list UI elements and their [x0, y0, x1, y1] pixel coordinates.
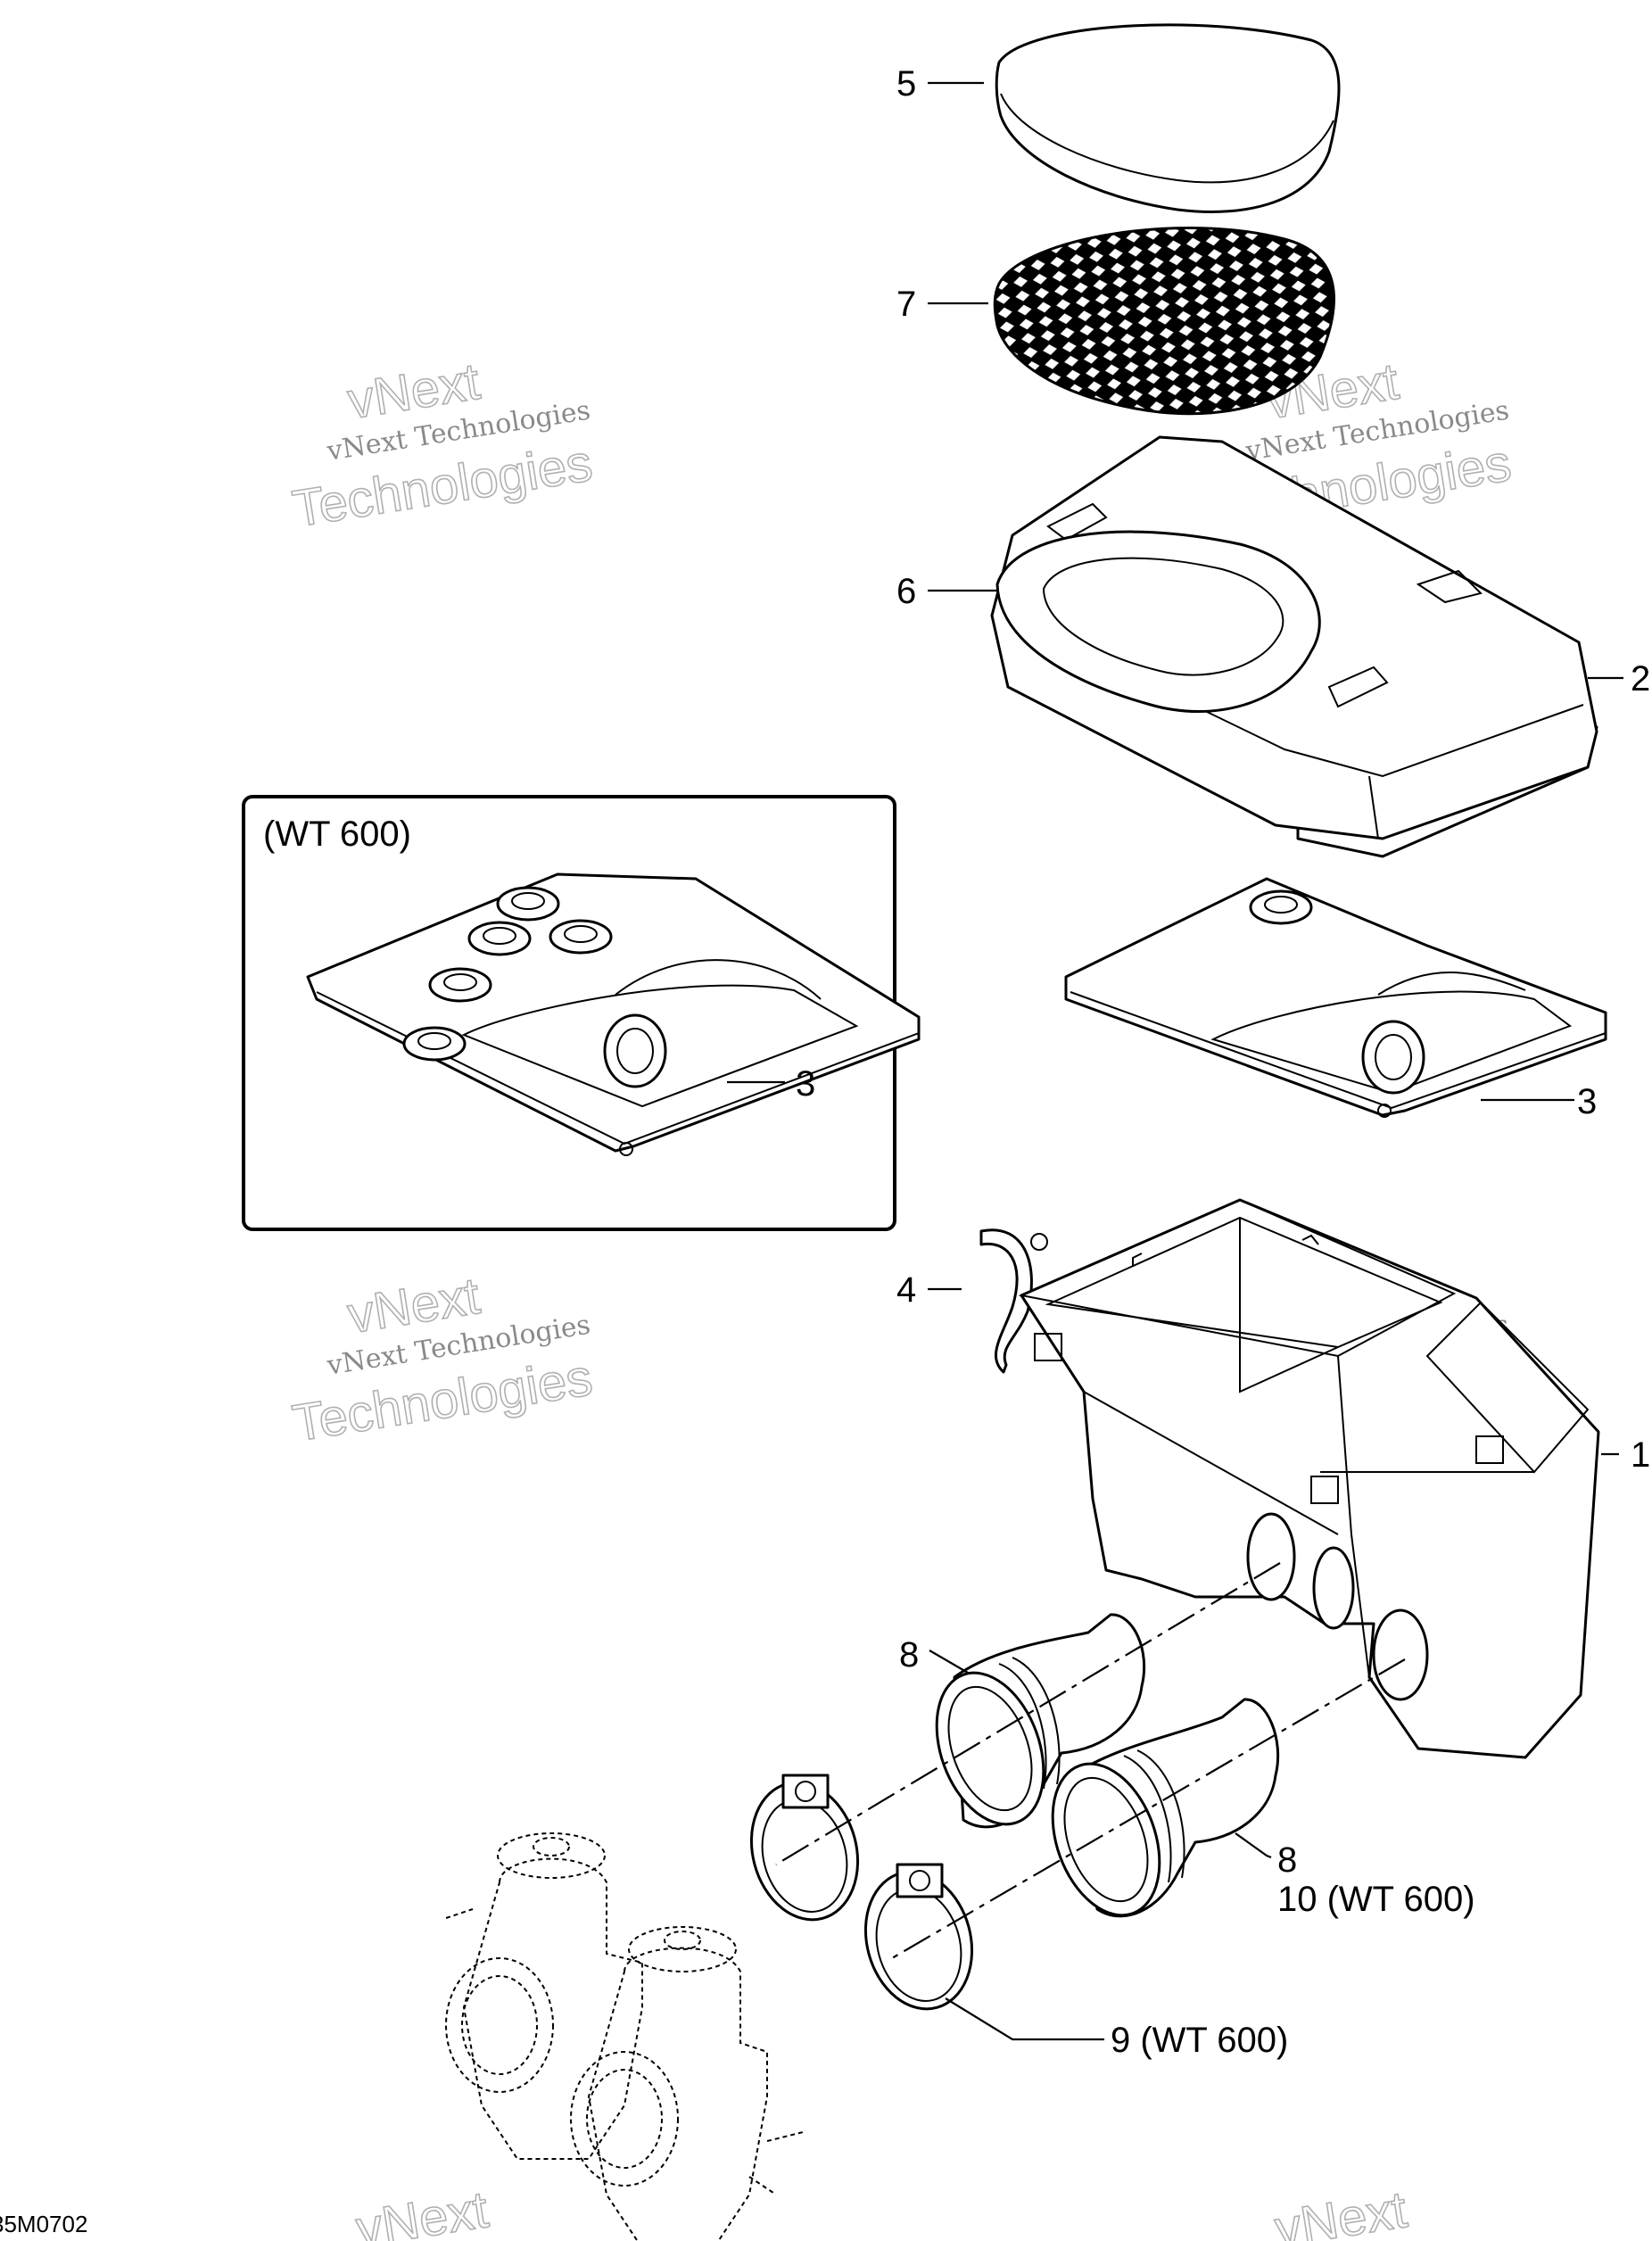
- part-8-boot-lower: [1051, 1698, 1280, 1918]
- part-8-boot-upper: [935, 1613, 1146, 1829]
- callout-1: 1: [1631, 1435, 1650, 1475]
- callout-5: 5: [896, 64, 916, 103]
- callout-8-lower: 8: [1277, 1840, 1297, 1880]
- callout-6: 6: [896, 572, 916, 611]
- callout-4: 4: [896, 1270, 916, 1310]
- watermark-top-left: vNext vNext Technologies Technologies: [288, 351, 597, 539]
- assembly-lines: [775, 1562, 1406, 1959]
- callouts: 5 7 6 2 3 3 4 1 8 8 10 (WT 600) 9 (WT 60…: [796, 64, 1650, 2060]
- callout-2: 2: [1631, 659, 1650, 699]
- callout-3-inset: 3: [796, 1064, 815, 1104]
- watermark-mid-left: vNext vNext Technologies Technologies: [288, 1266, 597, 1453]
- part-9-clamp-lower: [863, 1863, 974, 2011]
- part-1-air-box: [1018, 1198, 1619, 1759]
- svg-text:vNext: vNext: [1271, 2180, 1411, 2241]
- callout-10: 10 (WT 600): [1277, 1880, 1475, 1919]
- part-6-seal-ring: [995, 530, 1321, 713]
- figure-code: 35M0702: [0, 2211, 87, 2237]
- part-4-clip: [979, 1228, 1048, 1374]
- part-5-foam-filter: [995, 23, 1341, 213]
- carburetor-reference: [445, 1832, 804, 2241]
- callout-9: 9 (WT 600): [1111, 2021, 1288, 2060]
- part-3-baseplate: [1064, 877, 1607, 1118]
- part-7-mesh-screen: [993, 227, 1335, 416]
- watermark-bottom-left: vNext: [351, 2179, 492, 2241]
- callout-7: 7: [896, 285, 916, 324]
- watermark-bottom-right: vNext: [1270, 2179, 1411, 2241]
- inset-wt600: (WT 600): [242, 795, 921, 1231]
- inset-label: (WT 600): [263, 815, 411, 854]
- callout-3: 3: [1577, 1082, 1597, 1121]
- callout-8-upper: 8: [899, 1635, 919, 1675]
- svg-text:vNext: vNext: [352, 2180, 492, 2241]
- part-9-clamp-upper: [749, 1774, 860, 1922]
